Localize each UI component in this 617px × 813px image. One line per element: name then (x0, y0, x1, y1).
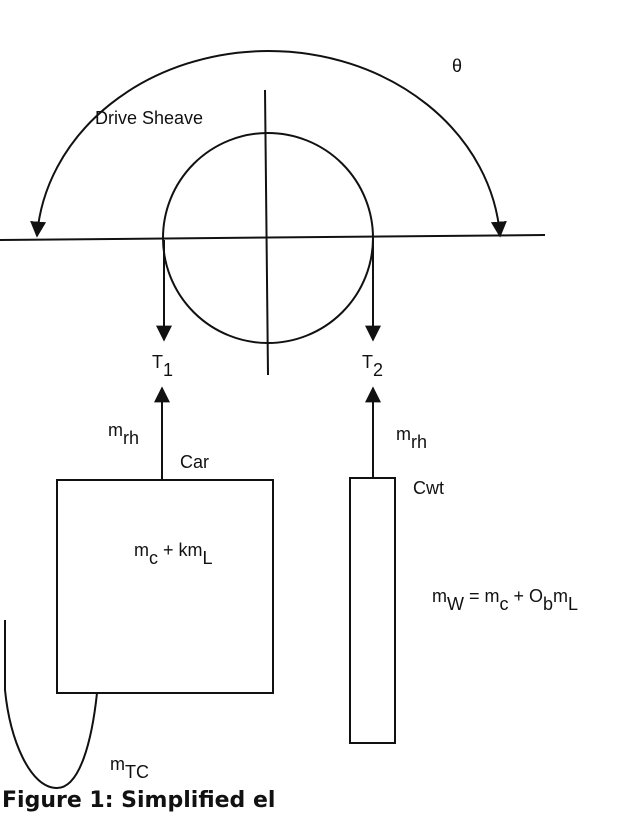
t2-label: T2 (362, 352, 383, 380)
drive-sheave-label: Drive Sheave (95, 108, 203, 128)
travel-cable (4, 620, 98, 790)
counterweight-box (349, 477, 396, 744)
counterweight-mass-label: mW = mc + ObmL (432, 586, 578, 614)
t1-label: T1 (152, 352, 173, 380)
car-label: Car (180, 452, 209, 472)
travel-cable-mass-label: mTC (110, 754, 149, 782)
theta-label: θ (452, 56, 462, 76)
car-mass-label: mc + kmL (134, 540, 213, 568)
cwt-label: Cwt (413, 478, 444, 498)
wrap-angle-arc (30, 49, 507, 238)
horizontal-axis (0, 234, 546, 241)
mrh-left-label: mrh (108, 420, 139, 448)
mrh-right-label: mrh (396, 424, 427, 452)
car-box (56, 479, 274, 694)
figure-caption: Figure 1: Simplified el (2, 788, 276, 813)
